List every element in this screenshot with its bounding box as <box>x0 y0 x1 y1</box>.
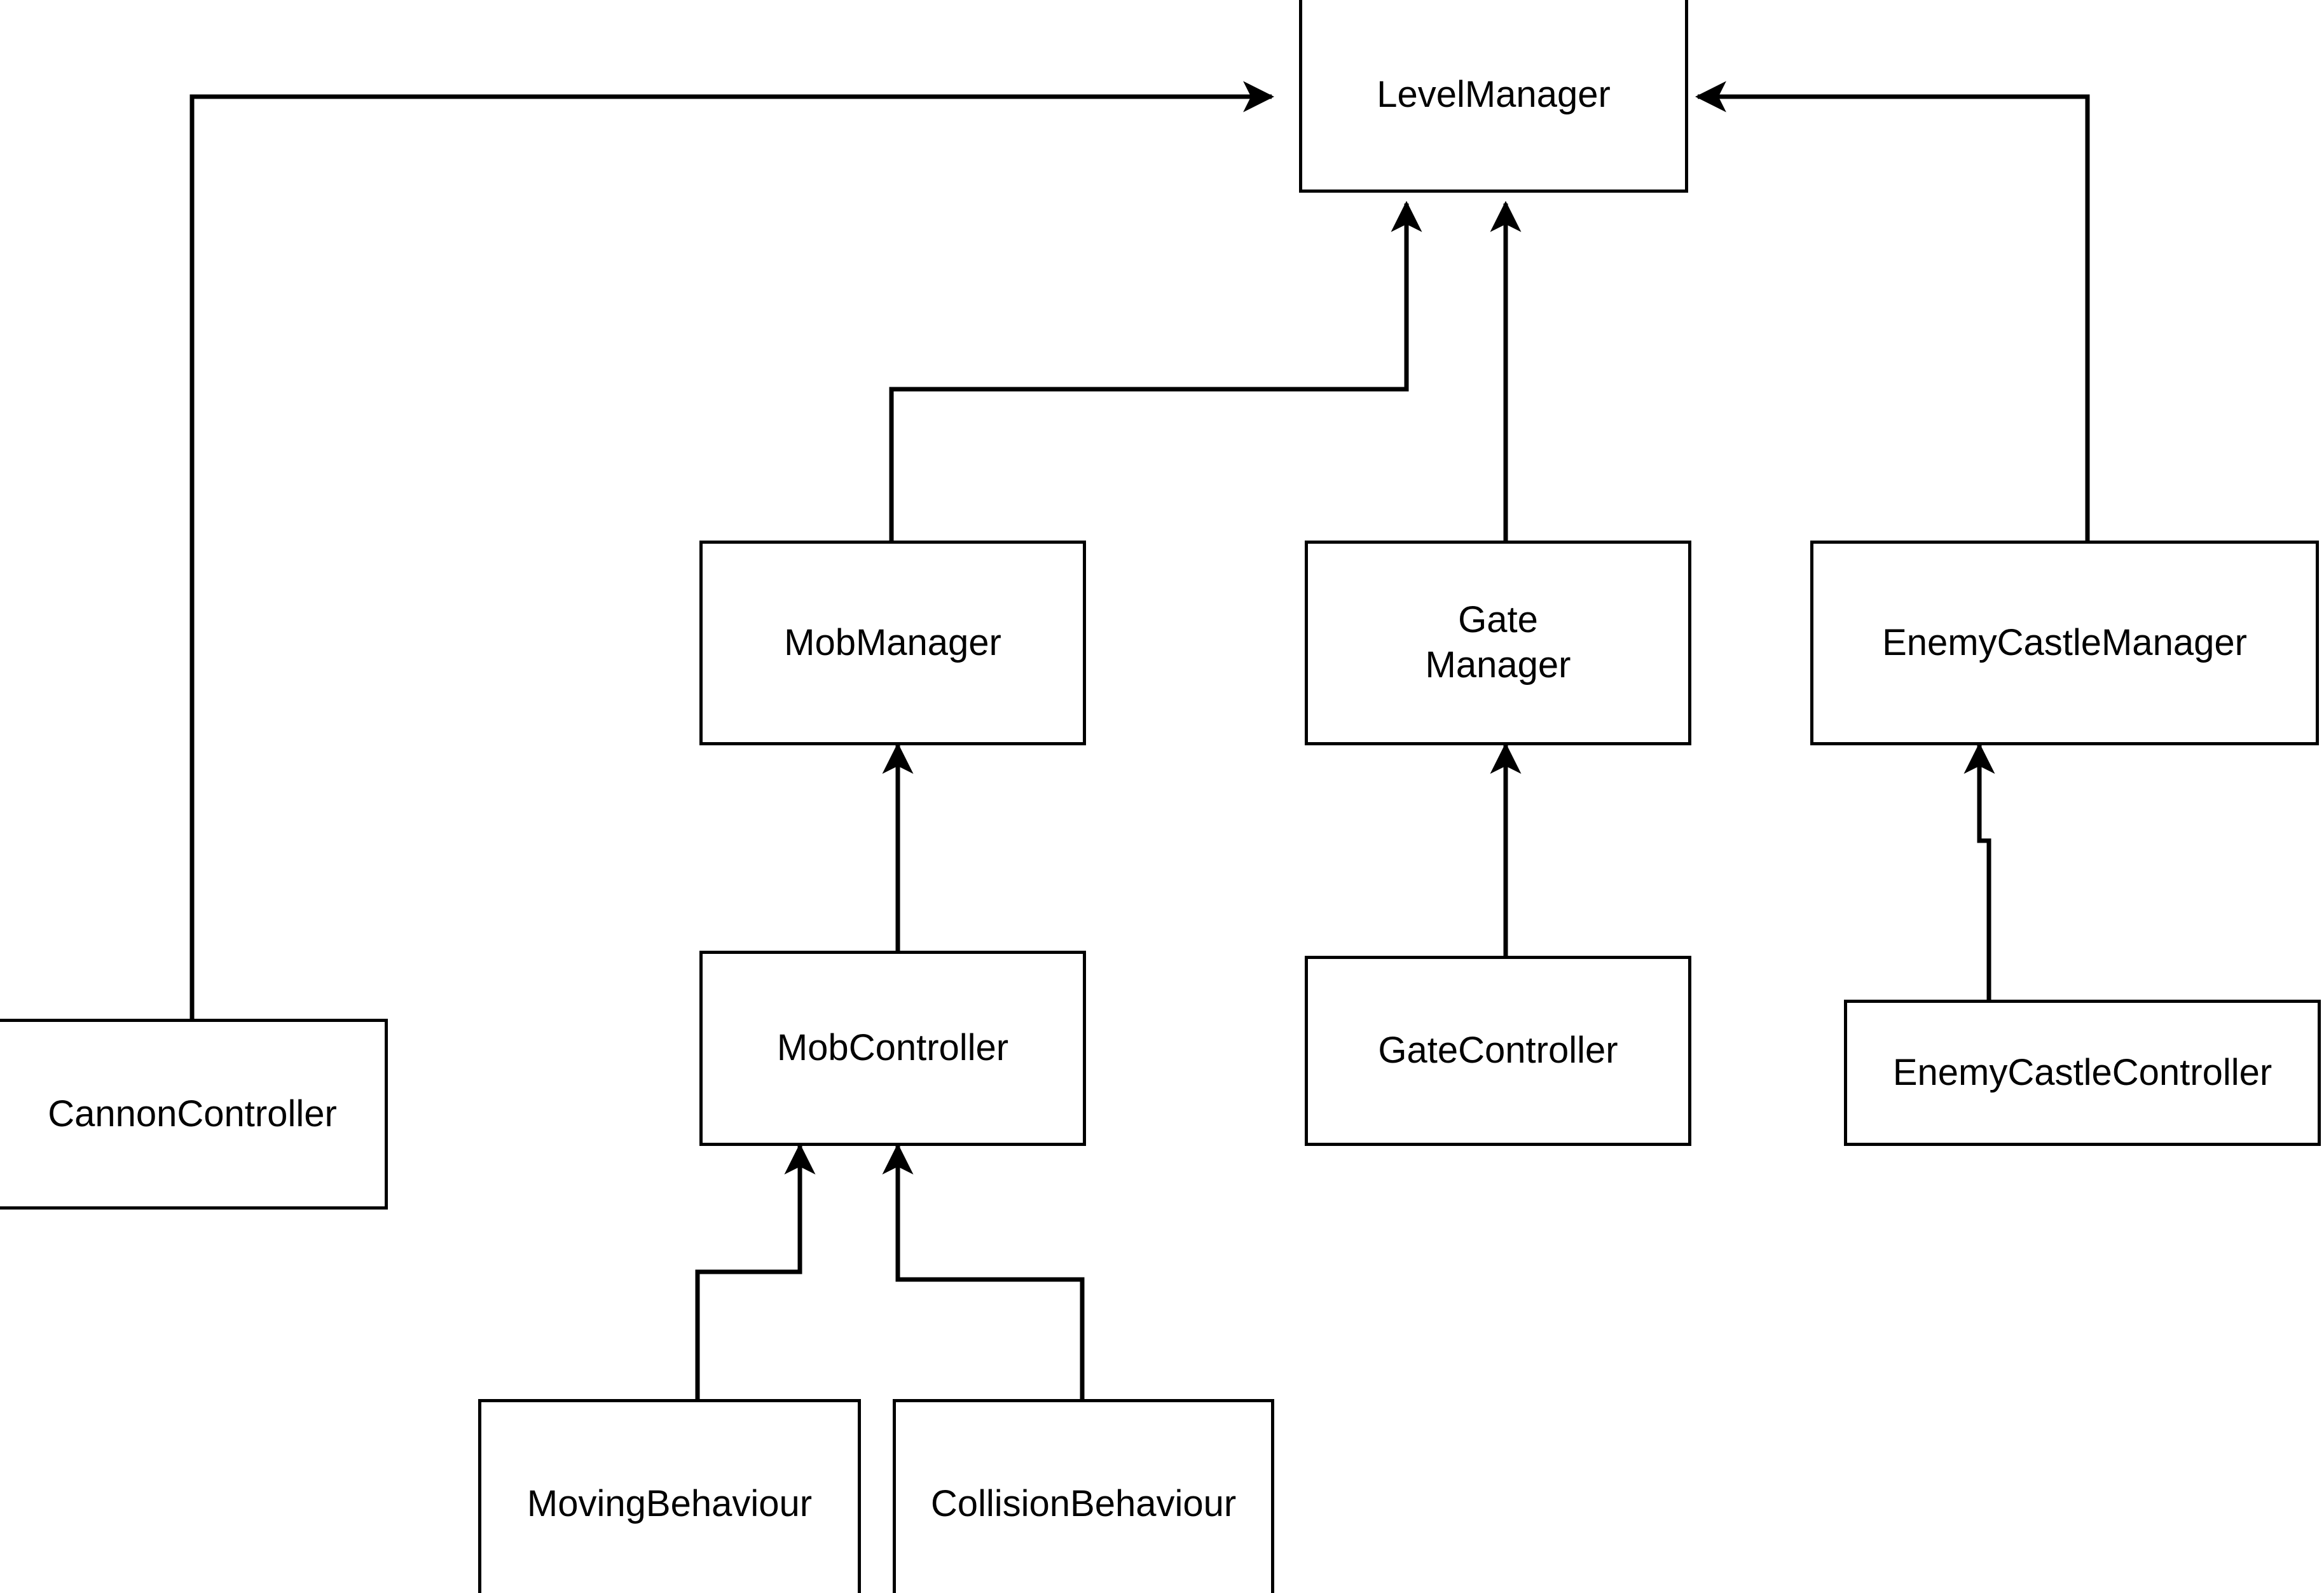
node-gatecontroller[interactable]: GateController <box>1305 956 1691 1146</box>
edge-mobmanager-to-levelmanager <box>889 200 1422 541</box>
node-collisionbehaviour-label: CollisionBehaviour <box>930 1482 1237 1524</box>
node-gatemanager[interactable]: Gate Manager <box>1305 541 1691 745</box>
node-cannoncontroller[interactable]: CannonController <box>0 1019 388 1210</box>
node-enemycastlemanager-label: EnemyCastleManager <box>1882 621 2247 663</box>
edge-movingbehaviour-to-mobcontroller <box>695 1143 816 1399</box>
node-gatemanager-label: Gate Manager <box>1425 599 1571 686</box>
node-cannoncontroller-label: CannonController <box>48 1093 337 1134</box>
edge-enemycastlecontroller-to-enemycastlemanager <box>1963 742 1995 1000</box>
node-collisionbehaviour[interactable]: CollisionBehaviour <box>893 1399 1274 1593</box>
edge-cannoncontroller-to-levelmanager <box>189 81 1275 1019</box>
node-levelmanager[interactable]: LevelManager <box>1299 0 1688 193</box>
node-gatecontroller-label: GateController <box>1378 1030 1618 1072</box>
edge-collisionbehaviour-to-mobcontroller <box>882 1143 1085 1399</box>
node-mobcontroller[interactable]: MobController <box>699 951 1086 1146</box>
node-mobcontroller-label: MobController <box>776 1027 1009 1069</box>
node-mobmanager-label: MobManager <box>784 621 1001 663</box>
node-enemycastlemanager[interactable]: EnemyCastleManager <box>1810 541 2319 745</box>
node-enemycastlecontroller[interactable]: EnemyCastleController <box>1844 1000 2321 1146</box>
node-movingbehaviour[interactable]: MovingBehaviour <box>478 1399 861 1593</box>
node-mobmanager[interactable]: MobManager <box>699 541 1086 745</box>
edge-enemycastlemanager-to-levelmanager <box>1695 81 2090 542</box>
node-enemycastlecontroller-label: EnemyCastleController <box>1892 1051 2272 1093</box>
node-levelmanager-label: LevelManager <box>1377 73 1611 115</box>
node-movingbehaviour-label: MovingBehaviour <box>526 1482 813 1524</box>
